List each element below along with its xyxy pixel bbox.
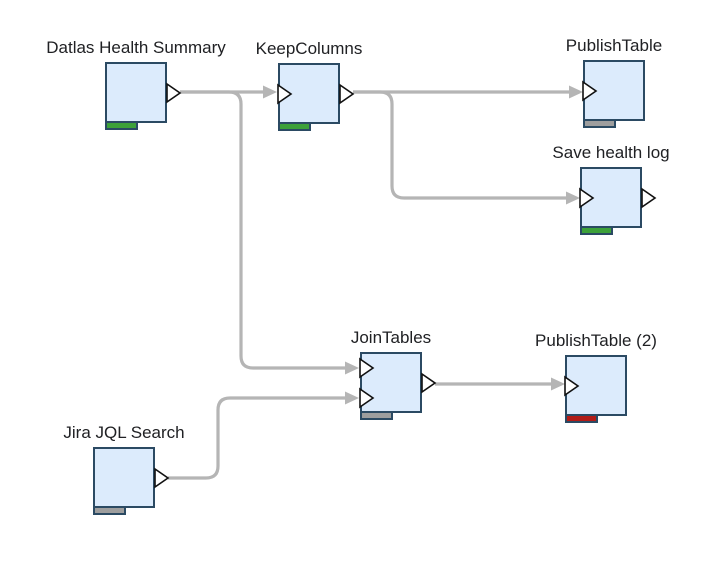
port-triangle-icon xyxy=(359,357,375,379)
status-bar xyxy=(583,119,616,128)
edge-arrowhead xyxy=(345,361,359,375)
status-bar xyxy=(580,226,613,235)
port-triangle-icon xyxy=(579,186,595,209)
output-port[interactable] xyxy=(421,371,437,394)
edge-datlas-health-summary-to-join-tables[interactable] xyxy=(180,90,345,370)
edge-jira-jql-search-to-join-tables[interactable] xyxy=(168,396,345,480)
node-save-health-log[interactable]: Save health log xyxy=(552,143,670,235)
node-label: PublishTable xyxy=(565,36,663,55)
node-publish-table-2[interactable]: PublishTable (2) xyxy=(535,331,657,423)
output-port[interactable] xyxy=(641,186,657,209)
port-triangle-icon xyxy=(166,81,182,104)
status-bar xyxy=(105,121,138,130)
status-bar xyxy=(565,414,598,423)
edge-arrowhead xyxy=(569,85,583,99)
output-port[interactable] xyxy=(166,81,182,104)
input-port[interactable] xyxy=(277,82,293,105)
port-triangle-icon xyxy=(339,82,355,105)
status-bar xyxy=(93,506,126,515)
output-port[interactable] xyxy=(154,466,170,489)
input-port[interactable] xyxy=(579,186,595,209)
edge-arrowhead xyxy=(345,391,359,405)
status-bar xyxy=(360,411,393,420)
port-triangle-icon xyxy=(582,79,598,102)
node-label: Jira JQL Search xyxy=(63,423,185,442)
status-bar xyxy=(278,122,311,131)
output-port[interactable] xyxy=(339,82,355,105)
node-jira-jql-search[interactable]: Jira JQL Search xyxy=(63,423,185,515)
node-label: KeepColumns xyxy=(255,39,363,58)
port-triangle-icon xyxy=(154,466,170,489)
port-triangle-icon xyxy=(359,387,375,409)
node-publish-table[interactable]: PublishTable xyxy=(566,36,662,128)
edge-arrowhead xyxy=(263,85,277,99)
port-triangle-icon xyxy=(277,82,293,105)
input-port[interactable] xyxy=(582,79,598,102)
input-port-1[interactable] xyxy=(359,357,375,379)
port-triangle-icon xyxy=(641,186,657,209)
node-label: JoinTables xyxy=(350,328,432,347)
node-label: PublishTable (2) xyxy=(535,331,657,350)
input-port-2[interactable] xyxy=(359,387,375,409)
node-label: Datlas Health Summary xyxy=(46,38,226,57)
node-keep-columns[interactable]: KeepColumns xyxy=(256,39,362,131)
node-join-tables[interactable]: JoinTables xyxy=(351,328,437,420)
edge-keep-columns-to-save-health-log[interactable] xyxy=(353,90,566,200)
edge-arrowhead xyxy=(551,377,565,391)
port-triangle-icon xyxy=(421,371,437,394)
node-label: Save health log xyxy=(552,143,670,162)
port-triangle-icon xyxy=(564,374,580,397)
edge-arrowhead xyxy=(566,191,580,205)
input-port[interactable] xyxy=(564,374,580,397)
node-datlas-health-summary[interactable]: Datlas Health Summary xyxy=(46,38,226,130)
